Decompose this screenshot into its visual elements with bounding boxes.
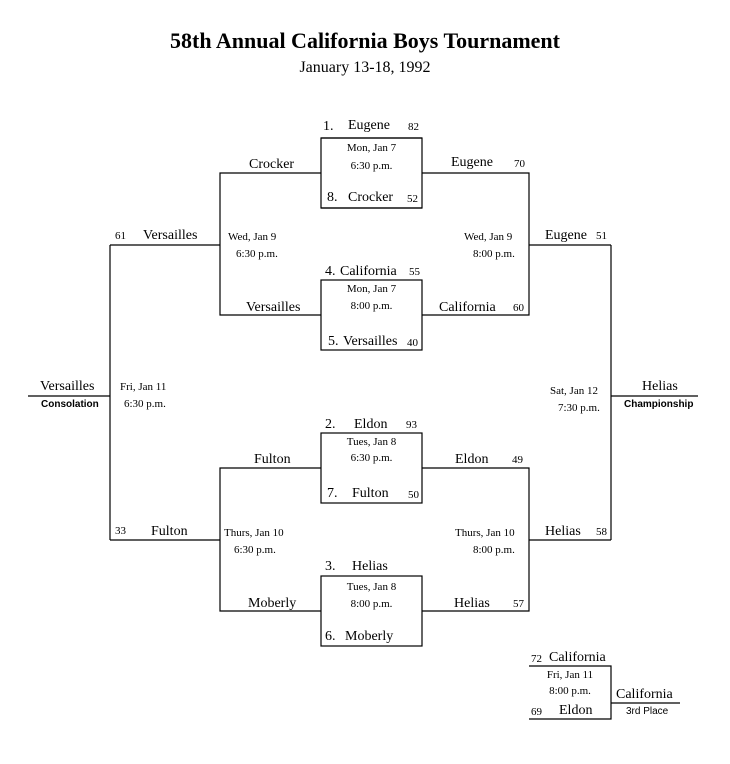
third-top-team: California: [549, 650, 606, 665]
champ-r1b-top-score: 49: [512, 454, 523, 466]
page-title: 58th Annual California Boys Tournament: [170, 28, 560, 53]
game3-bot-team: Fulton: [352, 486, 389, 501]
game4-day: Tues, Jan 8: [346, 581, 397, 593]
game2-bot-score: 40: [407, 337, 418, 349]
cons-r1-top-team: Crocker: [249, 157, 295, 172]
third-place-bracket: [529, 665, 612, 720]
cons-r1-day: Wed, Jan 9: [228, 231, 277, 243]
championship-winner: Helias: [642, 379, 678, 394]
game4-time: 8:00 p.m.: [350, 598, 393, 610]
game3-top-team: Eldon: [354, 417, 388, 432]
cons-semi-bot-score: 33: [115, 525, 126, 537]
cons-final-day: Fri, Jan 11: [120, 381, 167, 393]
game-box-4: [320, 575, 423, 647]
champ-r1b-day: Thurs, Jan 10: [455, 527, 515, 539]
cons-semi-top-team: Versailles: [143, 228, 198, 243]
game1-bot-seed: 8.: [327, 190, 338, 205]
game4-bot-team: Moberly: [345, 629, 394, 644]
game4-top-seed: 3.: [325, 559, 336, 574]
cons-bracket-top: [219, 172, 321, 316]
championship-label: Championship: [624, 399, 694, 410]
cons-r1b-top-team: Fulton: [254, 452, 291, 467]
game1-top-team: Eugene: [348, 118, 390, 133]
consolation-label: Consolation: [41, 399, 99, 410]
game3-time: 6:30 p.m.: [350, 452, 393, 464]
third-bot-score: 69: [531, 706, 542, 718]
game1-time: 6:30 p.m.: [350, 160, 393, 172]
champ-r1-top-team: Eugene: [451, 155, 493, 170]
game-box-1: [320, 137, 423, 209]
consolation-winner: Versailles: [40, 379, 95, 394]
cons-r1b-bot-team: Moberly: [248, 596, 297, 611]
champ-r1-time: 8:00 p.m.: [473, 248, 515, 260]
cons-r1b-day: Thurs, Jan 10: [224, 527, 284, 539]
game1-day: Mon, Jan 7: [346, 142, 397, 154]
game4-bot-seed: 6.: [325, 629, 336, 644]
cons-r1-bot-team: Versailles: [246, 300, 301, 315]
champ-r1-top-score: 70: [514, 158, 525, 170]
cons-semi-top-score: 61: [115, 230, 126, 242]
champ-semi-bot-score: 58: [596, 526, 607, 538]
game-box-3: [320, 432, 423, 504]
champ-semi-bot-team: Helias: [545, 524, 581, 539]
game1-bot-score: 52: [407, 193, 418, 205]
third-place-label: 3rd Place: [626, 706, 669, 717]
game4-top-team: Helias: [352, 559, 388, 574]
champ-r1b-top-team: Eldon: [455, 452, 489, 467]
game1-top-seed: 1.: [323, 119, 334, 134]
third-time: 8:00 p.m.: [549, 685, 591, 697]
cons-r1-time: 6:30 p.m.: [236, 248, 278, 260]
champ-r1-day: Wed, Jan 9: [464, 231, 513, 243]
game1-bot-team: Crocker: [348, 190, 394, 205]
champ-semi-top-team: Eugene: [545, 228, 587, 243]
champ-final-day: Sat, Jan 12: [550, 385, 598, 397]
game1-top-score: 82: [408, 121, 419, 133]
champ-r1-bot-score: 60: [513, 302, 524, 314]
game-box-2: [320, 279, 423, 351]
game3-top-score: 93: [406, 419, 417, 431]
champ-r1b-bot-team: Helias: [454, 596, 490, 611]
tournament-dates: January 13-18, 1992: [299, 59, 431, 76]
cons-bracket-bottom: [219, 467, 321, 612]
game2-top-seed: 4.: [325, 264, 336, 279]
game3-bot-score: 50: [408, 489, 419, 501]
game3-top-seed: 2.: [325, 417, 336, 432]
third-day: Fri, Jan 11: [546, 669, 594, 681]
champ-bracket-bottom: [422, 467, 530, 612]
game2-bot-seed: 5.: [328, 334, 339, 349]
champ-final-time: 7:30 p.m.: [558, 402, 600, 414]
game2-bot-team: Versailles: [343, 334, 398, 349]
champ-semi-top-score: 51: [596, 230, 607, 242]
game2-top-score: 55: [409, 266, 420, 278]
champ-r1-bot-team: California: [439, 300, 496, 315]
third-top-score: 72: [531, 653, 542, 665]
game2-top-team: California: [340, 264, 397, 279]
game3-bot-seed: 7.: [327, 486, 338, 501]
cons-semi-bot-team: Fulton: [151, 524, 188, 539]
champ-r1b-time: 8:00 p.m.: [473, 544, 515, 556]
cons-r1b-time: 6:30 p.m.: [234, 544, 276, 556]
game3-day: Tues, Jan 8: [346, 436, 397, 448]
game2-day: Mon, Jan 7: [346, 283, 397, 295]
game2-time: 8:00 p.m.: [350, 300, 393, 312]
third-bot-team: Eldon: [559, 703, 593, 718]
champ-bracket-top: [422, 172, 530, 316]
cons-final-time: 6:30 p.m.: [124, 398, 166, 410]
third-place-winner: California: [616, 687, 673, 702]
champ-r1b-bot-score: 57: [513, 598, 524, 610]
